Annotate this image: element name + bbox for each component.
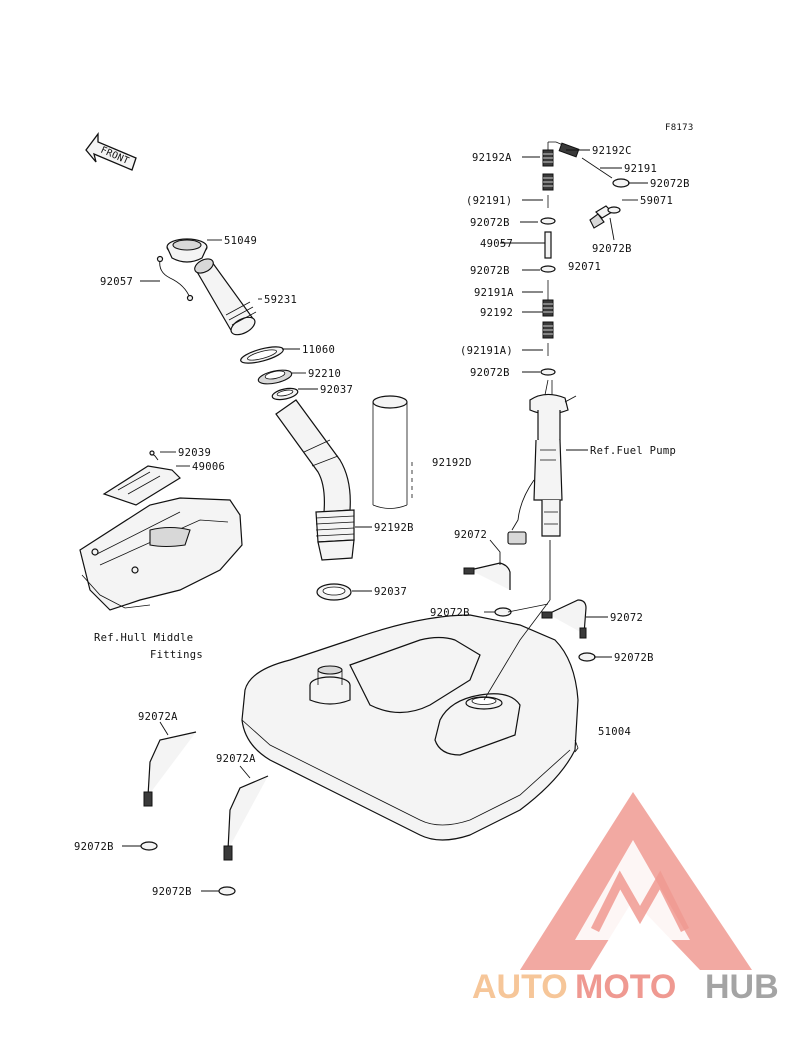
label-92072B-f: 92072B [430,607,470,619]
strap-92072-left [463,562,511,590]
label-51049: 51049 [224,235,257,247]
label-11060: 11060 [302,344,335,356]
label-92039: 92039 [178,447,211,459]
label-92191: 92191 [624,163,657,175]
sleeve-92192D [372,395,413,509]
label-92072B-h: 92072B [74,841,114,853]
label-49057: 49057 [480,238,513,250]
logo-m-mark [590,870,690,933]
vent-valve-column [540,141,630,376]
label-92192C: 92192C [592,145,632,157]
label-92072B-i: 92072B [152,886,192,898]
clamp-92037-bottom [316,583,352,601]
label-92057: 92057 [100,276,133,288]
fuel-tank-51004 [241,614,579,841]
label-92072B-c: 92072B [592,243,632,255]
label-59231: 59231 [264,294,297,306]
label-92072B-d: 92072B [470,265,510,277]
label-49006: 49006 [192,461,225,473]
fuel-pump-assembly [507,379,577,600]
label-92072A-b: 92072A [216,753,256,765]
filler-neck [194,258,257,336]
clamp-92037-top [271,387,299,401]
label-92192B: 92192B [374,522,414,534]
filler-hose-92192B [275,399,355,561]
ref-code: F8173 [665,123,694,133]
leader-lines [122,149,648,892]
label-59071: 59071 [640,195,673,207]
strap-92072A-left [143,731,197,807]
label-92191A: 92191A [474,287,514,299]
ref-fuel-pump: Ref.Fuel Pump [590,445,676,457]
ref-hull-line2: Fittings [150,649,203,661]
label-92192D: 92192D [432,457,472,469]
strap-92072-right [541,599,587,639]
logo-text-auto: AUTO [472,968,568,1006]
gasket-11060 [240,346,284,364]
cap-tether [156,255,194,302]
label-92072B-b: 92072B [470,217,510,229]
part-labels: 51049 92057 59231 11060 92210 92037 9203… [74,145,690,898]
nut-92210 [257,369,293,385]
strap-92072A-right [223,775,269,861]
label-92072B-g: 92072B [614,652,654,664]
label-92192A: 92192A [472,152,512,164]
label-92191-paren: (92191) [466,195,512,207]
clip-92072B-icons [140,607,596,896]
label-51004: 51004 [598,726,631,738]
label-92192: 92192 [480,307,513,319]
front-label: FRONT [99,145,131,167]
label-92072B-e: 92072B [470,367,510,379]
front-arrow-icon: FRONT [85,132,137,171]
logo-text-hub: HUB [705,968,779,1006]
ref-hull-line1: Ref.Hull Middle [94,632,193,644]
label-92210: 92210 [308,368,341,380]
label-92071: 92071 [568,261,601,273]
label-92072-b: 92072 [610,612,643,624]
label-92072-a: 92072 [454,529,487,541]
automotohub-logo: AUTO MOTO HUB [472,792,779,1006]
label-92072B-a: 92072B [650,178,690,190]
label-92072A-a: 92072A [138,711,178,723]
hull-middle-fitting [79,450,243,611]
label-92191A-paren: (92191A) [460,345,513,357]
label-92037-top: 92037 [320,384,353,396]
logo-text-moto: MOTO [575,968,676,1006]
filler-cap [166,238,208,263]
label-92037-bottom: 92037 [374,586,407,598]
